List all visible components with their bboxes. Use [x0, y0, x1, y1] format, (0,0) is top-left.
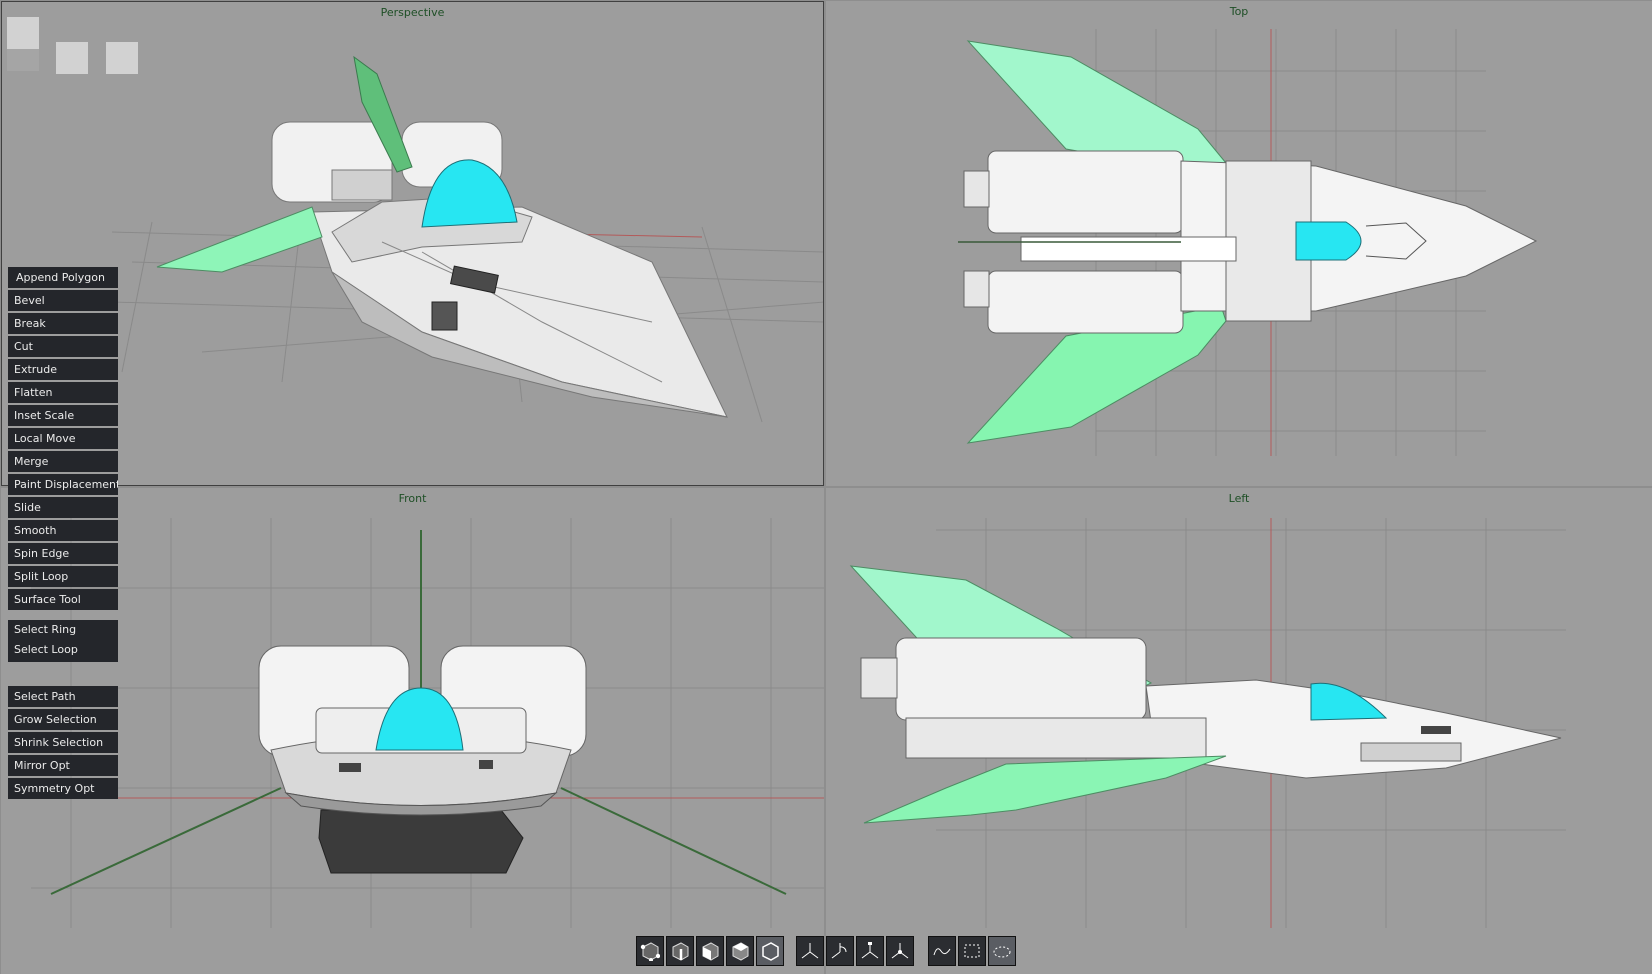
view-layout-button-2[interactable]	[7, 49, 39, 71]
grow-selection-button[interactable]: Grow Selection	[8, 709, 118, 730]
paint-displacement-button[interactable]: Paint Displacement	[8, 474, 118, 495]
rect-select-icon[interactable]	[958, 936, 986, 966]
perspective-scene	[111, 55, 823, 423]
scale-axis-icon[interactable]	[856, 936, 884, 966]
select-ring-loop-group: Select Ring Select Loop	[8, 620, 118, 662]
select-loop-button[interactable]: Select Loop	[8, 640, 118, 660]
cut-button[interactable]: Cut	[8, 336, 118, 357]
bevel-button[interactable]: Bevel	[8, 290, 118, 311]
rotate-axis-icon[interactable]	[826, 936, 854, 966]
symmetry-opt-button[interactable]: Symmetry Opt	[8, 778, 118, 799]
bottom-toolbar	[0, 936, 1652, 968]
top-scene	[958, 29, 1538, 456]
select-path-button[interactable]: Select Path	[8, 686, 118, 707]
viewport-label: Left	[1228, 492, 1250, 505]
paint-select-icon[interactable]	[988, 936, 1016, 966]
vertex-mode-icon[interactable]	[636, 936, 664, 966]
view-layout-button-1[interactable]	[7, 17, 39, 49]
select-ring-button[interactable]: Select Ring	[8, 620, 118, 640]
view-layout-button-4[interactable]	[106, 42, 138, 74]
front-scene	[31, 518, 824, 928]
mirror-opt-button[interactable]: Mirror Opt	[8, 755, 118, 776]
front-viewport[interactable]: Front	[1, 488, 824, 974]
viewport-label: Front	[398, 492, 427, 505]
spin-edge-button[interactable]: Spin Edge	[8, 543, 118, 564]
slide-button[interactable]: Slide	[8, 497, 118, 518]
left-viewport[interactable]: Left	[826, 488, 1652, 974]
break-button[interactable]: Break	[8, 313, 118, 334]
merge-button[interactable]: Merge	[8, 451, 118, 472]
split-loop-button[interactable]: Split Loop	[8, 566, 118, 587]
smooth-button[interactable]: Smooth	[8, 520, 118, 541]
perspective-viewport[interactable]: Perspective	[1, 1, 824, 486]
flatten-button[interactable]: Flatten	[8, 382, 118, 403]
local-move-button[interactable]: Local Move	[8, 428, 118, 449]
viewport-label: Perspective	[380, 6, 445, 19]
element-mode-icon[interactable]	[726, 936, 754, 966]
view-layout-button-3[interactable]	[56, 42, 88, 74]
extrude-button[interactable]: Extrude	[8, 359, 118, 380]
face-mode-icon[interactable]	[696, 936, 724, 966]
surface-tool-button[interactable]: Surface Tool	[8, 589, 118, 610]
edge-mode-icon[interactable]	[666, 936, 694, 966]
object-mode-icon[interactable]	[756, 936, 784, 966]
lasso-icon[interactable]	[928, 936, 956, 966]
shrink-selection-button[interactable]: Shrink Selection	[8, 732, 118, 753]
universal-axis-icon[interactable]	[886, 936, 914, 966]
top-viewport[interactable]: Top	[826, 1, 1652, 486]
left-scene	[849, 518, 1566, 928]
inset-scale-button[interactable]: Inset Scale	[8, 405, 118, 426]
move-axis-icon[interactable]	[796, 936, 824, 966]
viewport-label: Top	[1229, 5, 1249, 18]
append-polygon-button[interactable]: Append Polygon	[8, 267, 118, 288]
